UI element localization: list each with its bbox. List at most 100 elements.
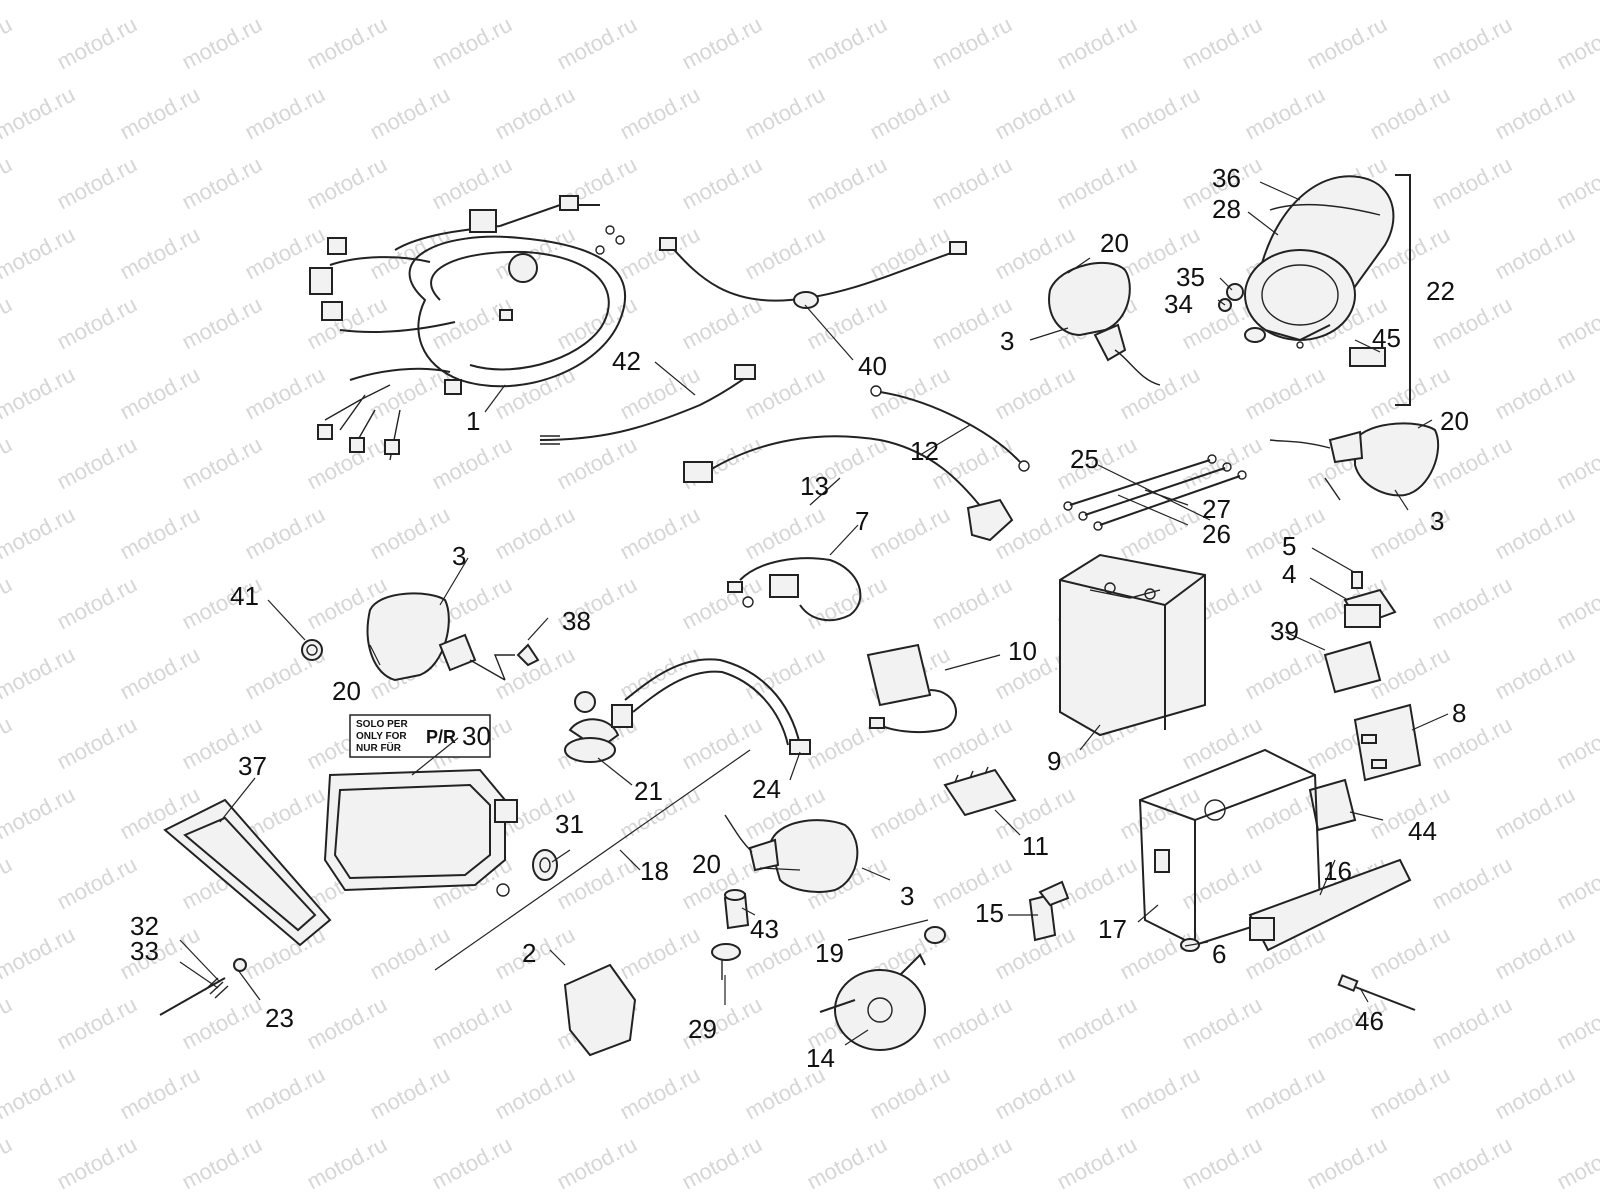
watermark-text: motod.ru xyxy=(241,362,329,425)
watermark-text: motod.ru xyxy=(1303,12,1391,75)
watermark-text: motod.ru xyxy=(616,0,704,4)
watermark-text: motod.ru xyxy=(428,432,516,495)
callout-20: 20 xyxy=(692,849,721,879)
sensor-7 xyxy=(727,557,862,622)
watermark-text: motod.ru xyxy=(928,572,1016,635)
callout-4: 4 xyxy=(1282,559,1296,589)
watermark-text: motod.ru xyxy=(491,642,579,705)
callout-32: 32 xyxy=(130,911,159,941)
watermark-text: motod.ru xyxy=(1553,432,1600,495)
watermark-text: motod.ru xyxy=(928,12,1016,75)
watermark-text: motod.ru xyxy=(178,992,266,1055)
note-code: P/R xyxy=(426,727,456,747)
watermark-text: motod.ru xyxy=(178,432,266,495)
watermark-text: motod.ru xyxy=(366,0,454,4)
callout-30: 30 xyxy=(462,721,491,751)
watermark-text: motod.ru xyxy=(553,432,641,495)
watermark-text: motod.ru xyxy=(1303,1132,1391,1195)
watermark-text: motod.ru xyxy=(1553,712,1600,775)
watermark-text: motod.ru xyxy=(241,502,329,565)
watermark-text: motod.ru xyxy=(0,782,79,845)
watermark-text: motod.ru xyxy=(1491,0,1579,4)
watermark-text: motod.ru xyxy=(1491,362,1579,425)
watermark-text: motod.ru xyxy=(1491,782,1579,845)
watermark-text: motod.ru xyxy=(553,12,641,75)
wiring-harness xyxy=(309,195,626,461)
callout-17: 17 xyxy=(1098,914,1127,944)
watermark-text: motod.ru xyxy=(1366,82,1454,145)
indicator-right xyxy=(1269,422,1440,501)
watermark-text: motod.ru xyxy=(1116,1062,1204,1125)
watermark-text: motod.ru xyxy=(53,292,141,355)
callout-39: 39 xyxy=(1270,616,1299,646)
callout-31: 31 xyxy=(555,809,584,839)
callout-41: 41 xyxy=(230,581,259,611)
watermark-text: motod.ru xyxy=(1553,292,1600,355)
watermark-text: motod.ru xyxy=(241,82,329,145)
watermark-text: motod.ru xyxy=(116,502,204,565)
watermark-text: motod.ru xyxy=(53,992,141,1055)
callout-10: 10 xyxy=(1008,636,1037,666)
watermark-text: motod.ru xyxy=(866,0,954,4)
callout-12: 12 xyxy=(910,436,939,466)
watermark-text: motod.ru xyxy=(1178,712,1266,775)
headlight-30 xyxy=(323,768,518,897)
watermark-text: motod.ru xyxy=(428,152,516,215)
callout-43: 43 xyxy=(750,914,779,944)
watermark-text: motod.ru xyxy=(1053,1132,1141,1195)
watermark-text: motod.ru xyxy=(1053,12,1141,75)
watermark-text: motod.ru xyxy=(366,1062,454,1125)
watermark-text: motod.ru xyxy=(491,1062,579,1125)
instrument-cluster xyxy=(1244,174,1411,406)
callout-16: 16 xyxy=(1323,856,1352,886)
section-line-18 xyxy=(434,749,751,971)
watermark-text: motod.ru xyxy=(991,362,1079,425)
watermark-text: motod.ru xyxy=(53,852,141,915)
cable-42 xyxy=(539,364,756,445)
watermark-text: motod.ru xyxy=(1178,432,1266,495)
ground-cable-12 xyxy=(870,385,1030,472)
headlight-frame-37 xyxy=(163,798,332,947)
watermark-text: motod.ru xyxy=(866,1062,954,1125)
watermark-text: motod.ru xyxy=(1491,502,1579,565)
watermark-text: motod.ru xyxy=(241,0,329,4)
callout-8: 8 xyxy=(1452,698,1466,728)
watermark-text: motod.ru xyxy=(928,432,1016,495)
bulb-34-35 xyxy=(1218,283,1304,349)
callout-42: 42 xyxy=(612,346,641,376)
callout-33: 33 xyxy=(130,936,159,966)
callout-25: 25 xyxy=(1070,444,1099,474)
watermark-text: motod.ru xyxy=(991,82,1079,145)
callout-44: 44 xyxy=(1408,816,1437,846)
horn-14 xyxy=(819,953,926,1051)
watermark-text: motod.ru xyxy=(428,292,516,355)
battery-cables xyxy=(1063,454,1247,531)
callout-15: 15 xyxy=(975,898,1004,928)
watermark-text: motod.ru xyxy=(0,0,79,4)
watermark-text: motod.ru xyxy=(1178,852,1266,915)
watermark-text: motod.ru xyxy=(616,82,704,145)
watermark-text: motod.ru xyxy=(1241,1062,1329,1125)
callout-19: 19 xyxy=(815,938,844,968)
watermark-text: motod.ru xyxy=(428,992,516,1055)
screw-set-32-33-23 xyxy=(159,958,247,1016)
indicator-left xyxy=(366,592,540,682)
headlight-wiring-24 xyxy=(574,658,811,755)
watermark-text: motod.ru xyxy=(741,502,829,565)
callout-37: 37 xyxy=(238,751,267,781)
watermark-text: motod.ru xyxy=(1428,12,1516,75)
watermark-text: motod.ru xyxy=(116,642,204,705)
watermark-text: motod.ru xyxy=(1366,1062,1454,1125)
note-line-1: SOLO PER xyxy=(356,719,408,730)
callout-18: 18 xyxy=(640,856,669,886)
watermark-text: motod.ru xyxy=(678,12,766,75)
callout-3: 3 xyxy=(900,881,914,911)
watermark-text: motod.ru xyxy=(866,222,954,285)
watermark-text: motod.ru xyxy=(616,1062,704,1125)
watermark-text: motod.ru xyxy=(1053,852,1141,915)
watermark-text: motod.ru xyxy=(0,712,16,775)
watermark-text: motod.ru xyxy=(741,222,829,285)
watermark-text: motod.ru xyxy=(116,82,204,145)
watermark-text: motod.ru xyxy=(678,1132,766,1195)
